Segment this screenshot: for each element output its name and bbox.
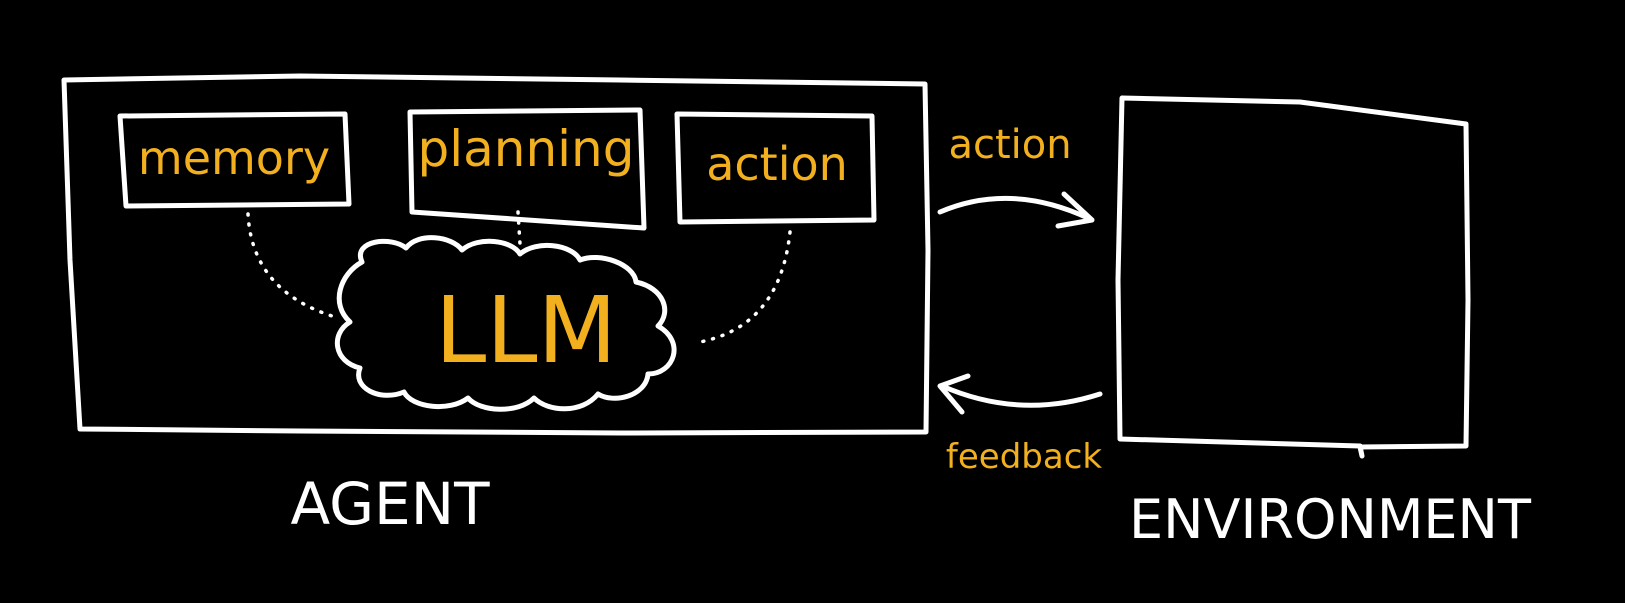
environment-box [1115, 95, 1471, 459]
feedback-arrowhead [937, 373, 971, 415]
agent-title: AGENT [290, 470, 490, 538]
feedback-arrow [939, 383, 1103, 408]
memory-connector [246, 212, 334, 318]
memory-box [117, 111, 352, 209]
action-arrow [937, 195, 1091, 221]
feedback-arrow-label: feedback [946, 437, 1102, 477]
environment-title: ENVIRONMENT [1129, 488, 1532, 551]
planning-box [407, 107, 647, 231]
action-arrow-label: action [948, 122, 1071, 168]
action-module-label: action [706, 137, 848, 191]
memory-label: memory [138, 131, 330, 185]
agent-box [61, 73, 931, 436]
llm-cloud [334, 235, 677, 412]
planning-label: planning [418, 120, 635, 178]
action-connector [698, 230, 792, 344]
action-arrowhead [1055, 191, 1095, 229]
planning-connector [516, 210, 522, 246]
llm-label: LLM [435, 277, 617, 384]
action-box [674, 111, 877, 225]
